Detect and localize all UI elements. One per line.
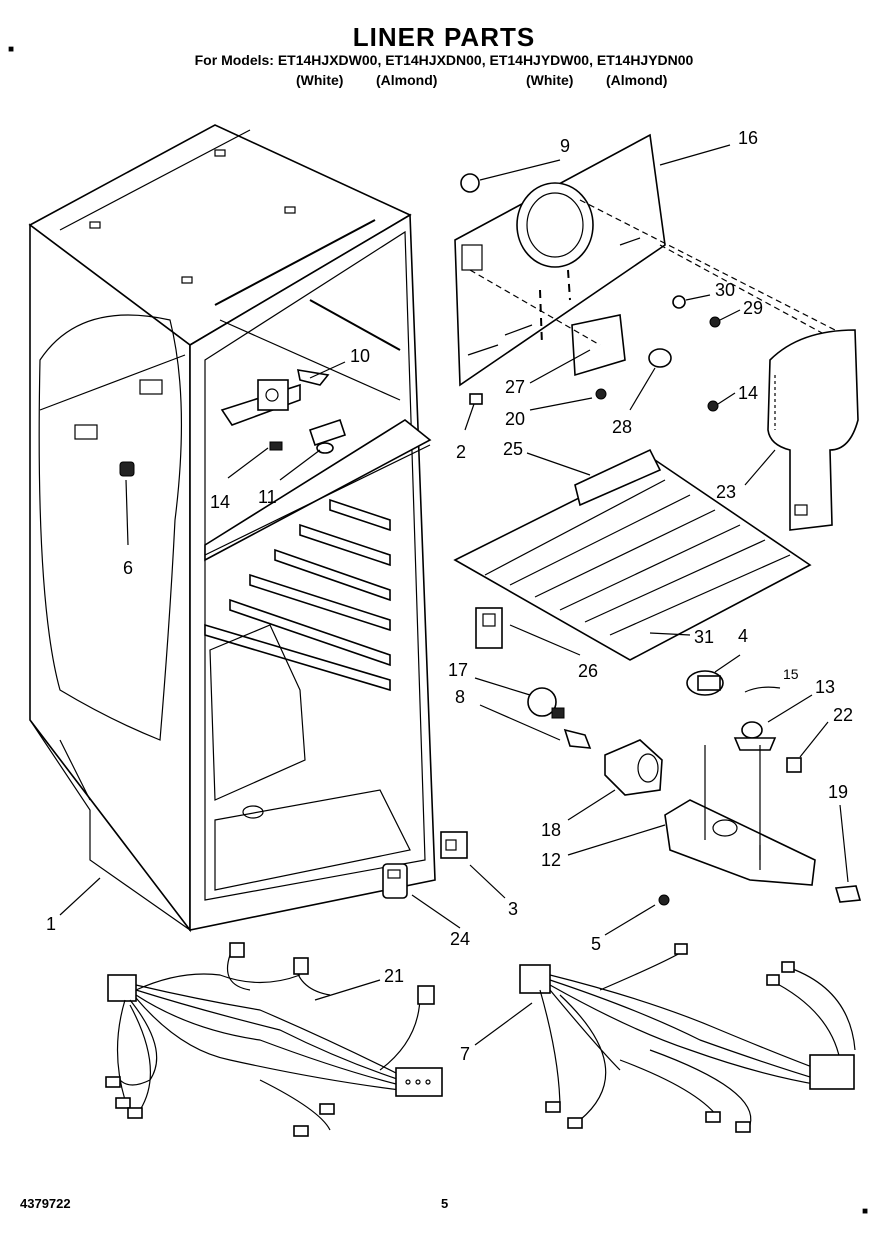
- callout-11: 11: [258, 487, 277, 507]
- fasteners: [460, 173, 721, 906]
- callout-21: 21: [384, 966, 404, 986]
- evaporator-cover: [454, 133, 836, 387]
- callout-28: 28: [612, 417, 632, 437]
- callout-17: 17: [448, 660, 468, 680]
- variant-label-4: (Almond): [606, 72, 668, 88]
- callout-26: 26: [578, 661, 598, 681]
- callout-1: 1: [46, 914, 56, 934]
- callout-22: 22: [833, 705, 853, 725]
- document-number: 4379722: [20, 1196, 71, 1211]
- shelf-supports: [204, 498, 391, 692]
- callout-5: 5: [591, 934, 601, 954]
- callout-2: 2: [456, 442, 466, 462]
- callout-9: 9: [560, 136, 570, 156]
- callout-14b: 14: [738, 383, 758, 403]
- page-number: 5: [441, 1196, 449, 1211]
- air-duct: [767, 329, 859, 531]
- variant-label-3: (White): [526, 72, 574, 88]
- callout-20: 20: [505, 409, 525, 429]
- callout-15: 15: [783, 666, 799, 682]
- callout-23: 23: [716, 482, 736, 502]
- control-assembly: [119, 369, 347, 477]
- models-line: For Models: ET14HJXDW00, ET14HJXDN00, ET…: [194, 52, 694, 68]
- small-parts: [382, 607, 862, 903]
- variant-label-2: (Almond): [376, 72, 438, 88]
- callout-18: 18: [541, 820, 561, 840]
- callout-27: 27: [505, 377, 525, 397]
- callout-arrows: [59, 144, 849, 1046]
- wire-harness-left: [105, 942, 443, 1137]
- callout-6: 6: [123, 558, 133, 578]
- callout-8: 8: [455, 687, 465, 707]
- callout-10: 10: [350, 346, 370, 366]
- freezer-shelf: [453, 448, 812, 661]
- callout-30: 30: [715, 280, 735, 300]
- callout-numbers: 9 16 10 30 29 27 20 28 2 14 25 14 11 23 …: [46, 128, 853, 1064]
- callout-25: 25: [503, 439, 523, 459]
- callout-29: 29: [743, 298, 763, 318]
- callout-12: 12: [541, 850, 561, 870]
- callout-13: 13: [815, 677, 835, 697]
- variant-label-1: (White): [296, 72, 344, 88]
- callout-24: 24: [450, 929, 470, 949]
- liner-cabinet: [28, 124, 436, 933]
- callout-4: 4: [738, 626, 748, 646]
- callout-19: 19: [828, 782, 848, 802]
- callout-3: 3: [508, 899, 518, 919]
- wire-harness-right: [519, 943, 856, 1133]
- callout-7: 7: [460, 1044, 470, 1064]
- page-title: LINER PARTS: [352, 22, 536, 52]
- corner-mark-bottom: ■: [862, 1206, 869, 1217]
- callout-16: 16: [738, 128, 758, 148]
- corner-mark-top: ■: [8, 44, 15, 55]
- callout-14a: 14: [210, 492, 230, 512]
- callout-31: 31: [694, 627, 714, 647]
